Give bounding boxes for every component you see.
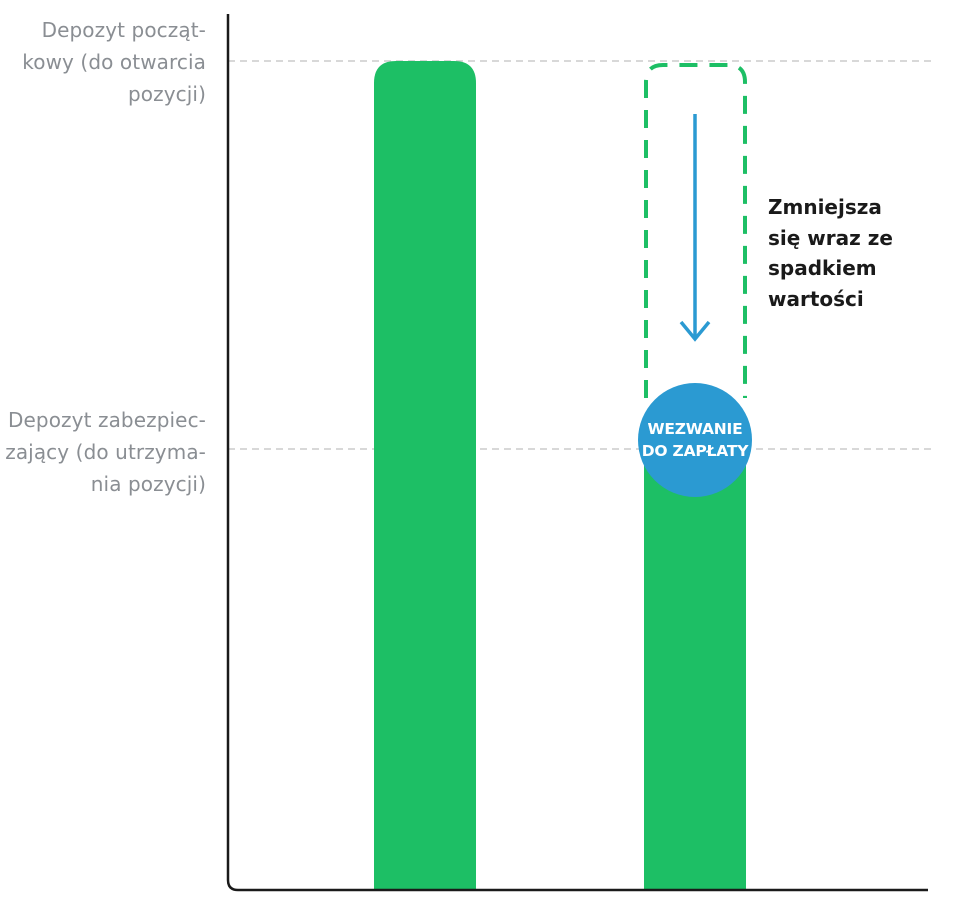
reduced-deposit-bar	[644, 440, 746, 890]
initial-margin-label-line-3: pozycji)	[128, 82, 206, 106]
decrease-annotation: Zmniejsza się wraz ze spadkiem wartości	[768, 192, 893, 314]
maintenance-margin-label: Depozyt zabezpiec- zający (do utrzyma- n…	[5, 404, 206, 500]
maintenance-margin-label-line-2: zający (do utrzyma-	[5, 440, 206, 464]
initial-margin-label-line-2: kowy (do otwarcia	[22, 50, 206, 74]
annotation-line-4: wartości	[768, 286, 864, 311]
maintenance-margin-label-line-3: nia pozycji)	[90, 472, 206, 496]
initial-margin-label-line-1: Depozyt począt-	[41, 18, 206, 42]
down-arrow-icon	[679, 114, 711, 342]
annotation-line-2: się wraz ze	[768, 225, 893, 250]
annotation-line-1: Zmniejsza	[768, 195, 882, 219]
annotation-line-3: spadkiem	[768, 256, 877, 280]
margin-call-line-2: DO ZAPŁATY	[641, 442, 749, 460]
chart-axes	[226, 14, 928, 892]
initial-deposit-bar	[374, 61, 476, 890]
previous-deposit-outline	[644, 63, 747, 398]
initial-margin-label: Depozyt począt- kowy (do otwarcia pozycj…	[22, 14, 206, 110]
margin-call-badge: WEZWANIE DO ZAPŁATY	[638, 383, 752, 497]
maintenance-margin-label-line-1: Depozyt zabezpiec-	[8, 408, 206, 432]
margin-call-line-1: WEZWANIE	[647, 420, 743, 438]
